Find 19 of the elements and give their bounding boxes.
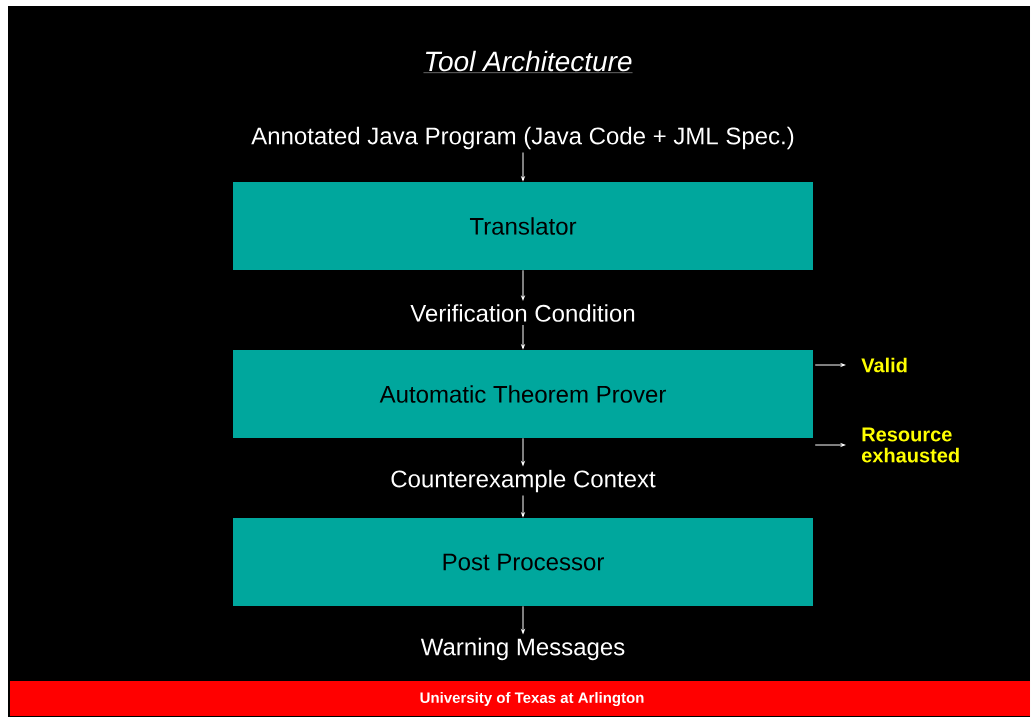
arrow bbox=[521, 269, 525, 301]
title: Tool Architecture bbox=[423, 50, 633, 73]
outcome-label: Resource exhausted bbox=[862, 427, 959, 463]
process-box: Post Processor bbox=[233, 518, 813, 606]
data-label: Verification Condition bbox=[410, 304, 635, 322]
outcome-label: Valid bbox=[861, 357, 907, 373]
data-label: Warning Messages bbox=[420, 637, 625, 661]
data-label: Annotated Java Program (Java Code + JML Spec.) bbox=[251, 126, 794, 150]
arrow bbox=[521, 494, 525, 517]
arrow bbox=[521, 151, 525, 181]
footer-band: University of Texas at Arlington bbox=[10, 681, 1030, 716]
process-box: Translator bbox=[233, 182, 813, 270]
data-label: Counterexample Context bbox=[391, 469, 656, 493]
arrow bbox=[521, 437, 525, 466]
process-box: Automatic Theorem Prover bbox=[233, 350, 813, 438]
arrow bbox=[521, 324, 525, 349]
arrow bbox=[814, 363, 846, 367]
arrow bbox=[814, 443, 846, 447]
arrow bbox=[521, 605, 525, 634]
